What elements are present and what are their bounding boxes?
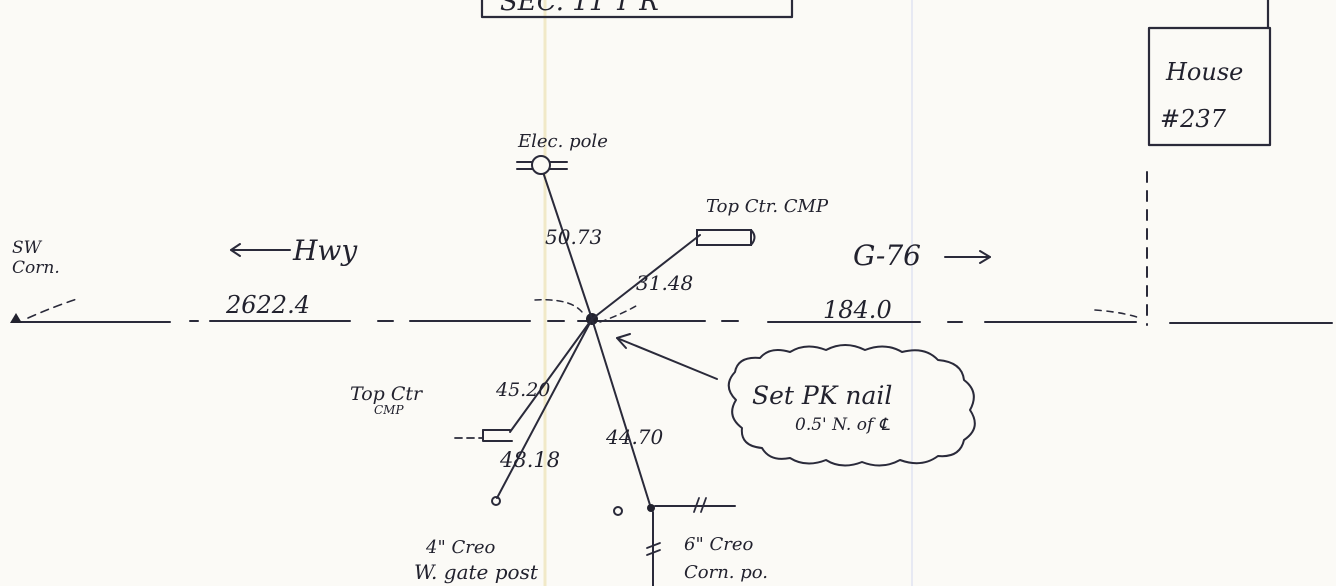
distance-east-along-road: 184.0 <box>823 296 892 324</box>
creo-6-label-line2: Corn. po. <box>684 562 768 583</box>
house-label: House <box>1165 58 1243 86</box>
g76-direction-arrow: G-76 <box>853 239 991 272</box>
gatepost-label-line1: 4" Creo <box>425 537 495 558</box>
distance-to-gatepost: 48.18 <box>499 448 560 472</box>
top-ctr-lower-label-line2: CMP <box>374 403 404 417</box>
creo-corner-post-symbol <box>613 497 736 586</box>
hwy-direction-arrow: Hwy <box>230 234 358 267</box>
g76-label: G-76 <box>853 239 921 272</box>
tie-line-top-ctr-cmp-lower <box>509 318 593 433</box>
distance-to-top-ctr-cmp-upper: 31.48 <box>636 271 693 295</box>
top-ctr-cmp-upper-symbol <box>696 229 756 246</box>
distance-to-elec-pole: 50.73 <box>545 225 602 249</box>
tie-line-top-ctr-cmp-upper <box>591 234 701 320</box>
elec-pole-label: Elec. pole <box>517 131 608 152</box>
tie-line-gatepost <box>496 318 593 499</box>
tie-line-creo-corner <box>591 318 651 506</box>
tie-line-elec-pole <box>540 165 593 320</box>
sw-corn-label-line2: Corn. <box>12 258 60 278</box>
sw-corner-marker <box>10 313 22 323</box>
house-box: House #237 <box>1147 0 1272 147</box>
nail-angle-arc-right <box>599 305 637 323</box>
gatepost-symbol <box>491 496 501 506</box>
top-ctr-cmp-upper-label: Top Ctr. CMP <box>706 196 829 217</box>
road-centerline <box>14 320 1333 324</box>
gatepost-label-line2: W. gate post <box>414 560 539 584</box>
callout-arrow <box>616 333 718 380</box>
sw-corner-arc <box>27 297 81 319</box>
distance-west-along-road: 2622.4 <box>225 291 310 319</box>
top-ctr-lower-label-line1: Top Ctr <box>350 383 424 405</box>
nail-angle-arc-left <box>534 299 583 313</box>
sw-corn-label-line1: SW <box>12 238 43 258</box>
house-angle-arc <box>1094 309 1141 319</box>
section-title-box: SEC. 11 T R <box>480 0 794 19</box>
creo-6-label-line1: 6" Creo <box>684 534 753 555</box>
set-pk-nail-note-cloud: Set PK nail 0.5' N. of ℄ <box>727 344 976 467</box>
elec-pole-symbol <box>516 155 568 175</box>
section-title-text: SEC. 11 T R <box>500 0 659 17</box>
hwy-label: Hwy <box>292 234 358 267</box>
distance-to-creo-corner: 44.70 <box>605 425 664 449</box>
distance-to-top-ctr-cmp-lower: 45.20 <box>495 379 550 401</box>
note-line1: Set PK nail <box>752 381 892 410</box>
top-ctr-cmp-lower-symbol <box>454 429 513 442</box>
house-number: #237 <box>1160 105 1227 133</box>
note-line2: 0.5' N. of ℄ <box>795 415 891 435</box>
